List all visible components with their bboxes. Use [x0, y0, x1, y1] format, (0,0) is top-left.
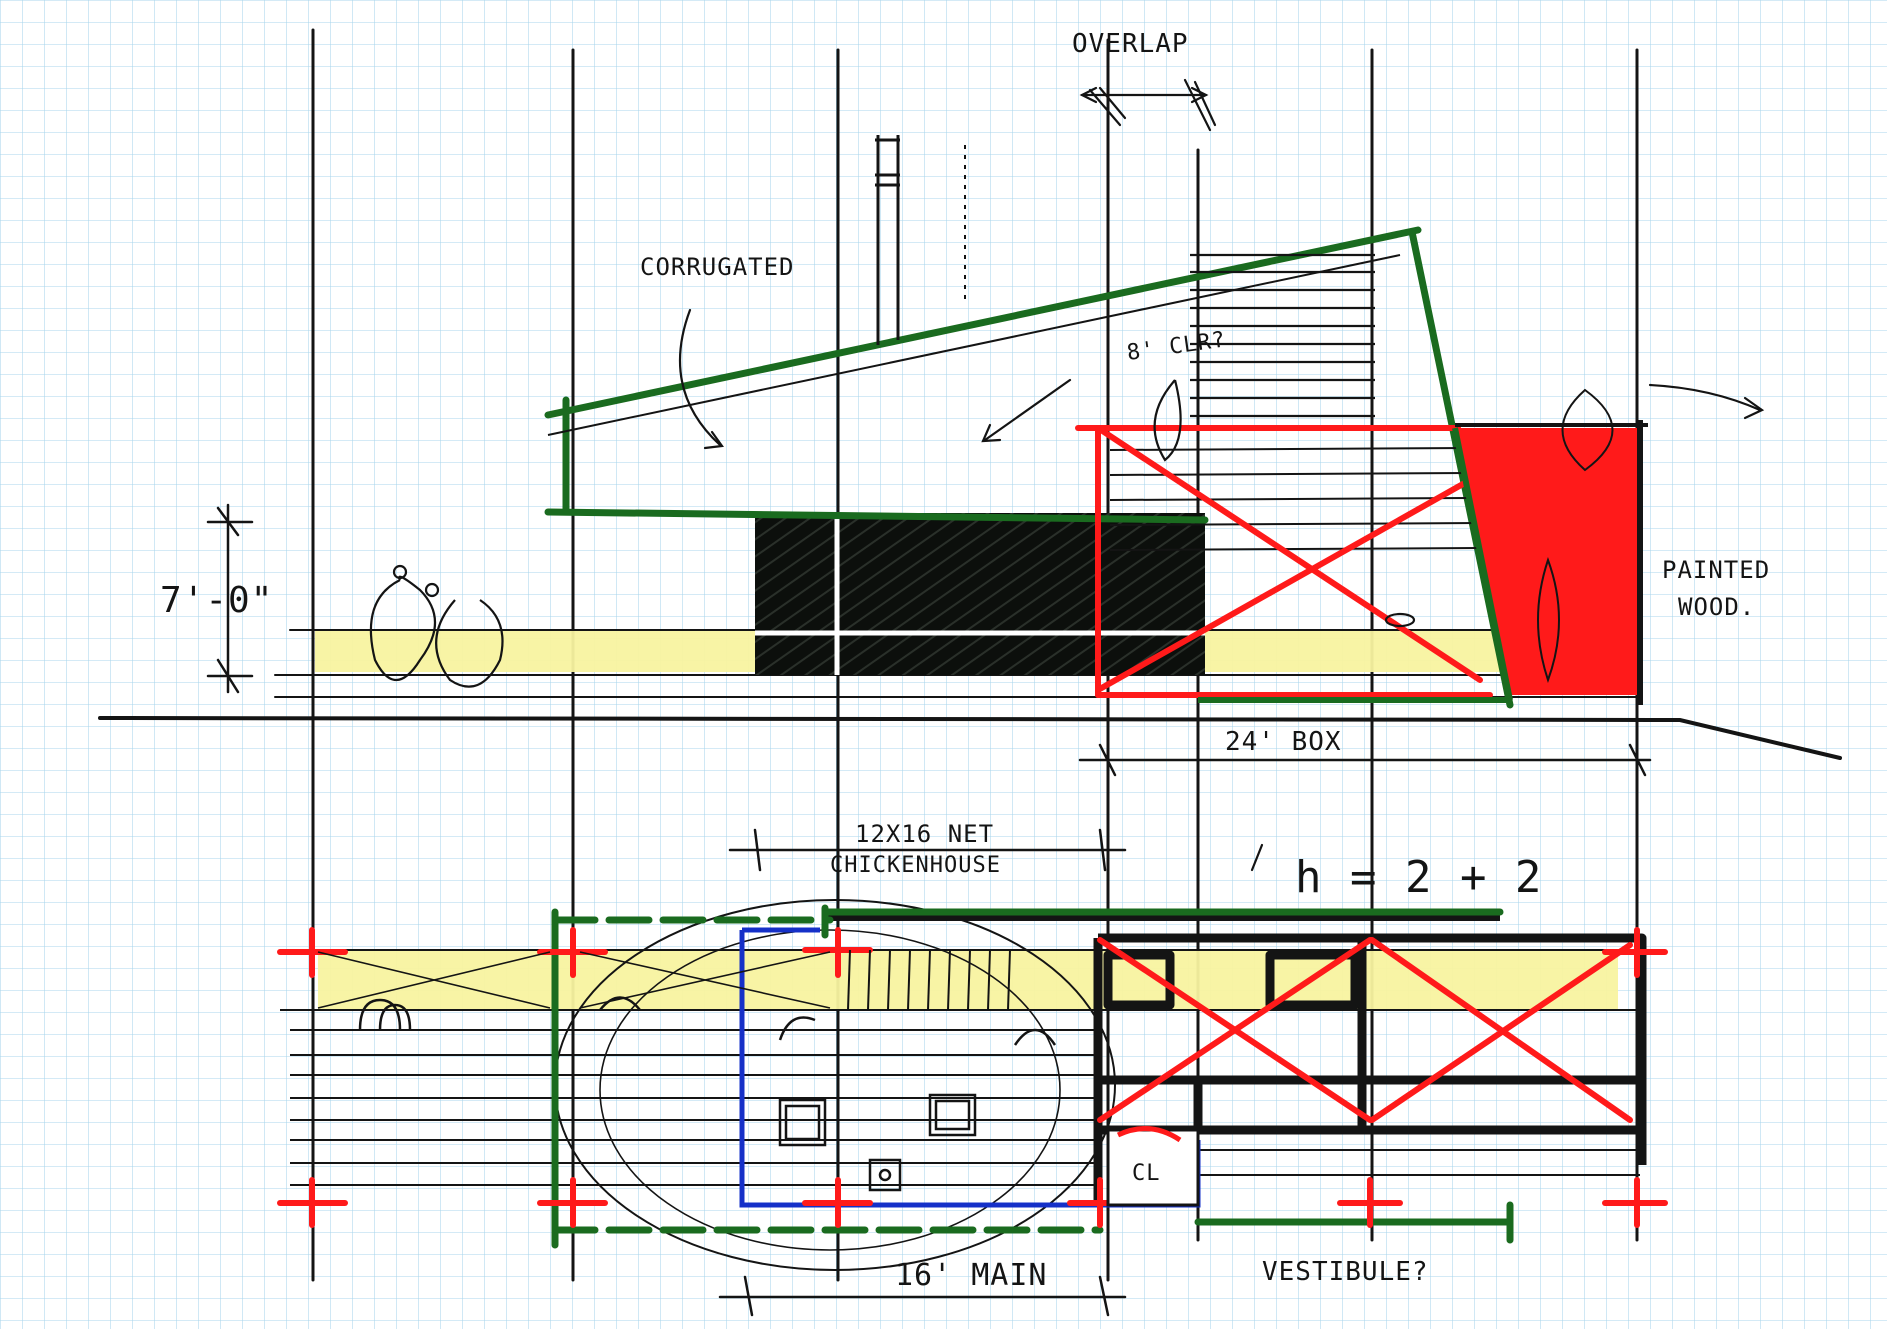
plan-band-crosses [317, 951, 831, 1009]
label-box: 24' BOX [1225, 727, 1342, 757]
column-markers [277, 927, 1668, 1228]
plan-green-perimeter [551, 904, 1514, 1249]
label-corrugated: CORRUGATED [640, 253, 795, 281]
label-formula: h = 2 + 2 [1295, 852, 1542, 903]
corrugated-panel [1190, 253, 1375, 418]
figure-scribbles [369, 379, 1416, 688]
label-net: 12X16 NET [855, 820, 994, 848]
painted-wood-box [1452, 388, 1648, 705]
label-vestibule: VESTIBULE? [1262, 1257, 1429, 1287]
annotation-arrows [678, 78, 1765, 872]
plan-stair [847, 949, 1011, 1011]
plan-red-cross [1097, 937, 1633, 1123]
label-height: 7'-0" [160, 580, 273, 621]
chimney [875, 135, 966, 345]
height-dimension [206, 503, 254, 694]
label-painted: PAINTED [1662, 556, 1770, 584]
label-closet: CL [1132, 1161, 1161, 1186]
main-dimension [718, 1275, 1127, 1317]
plan-lines [280, 949, 1640, 1186]
label-overlap: OVERLAP [1072, 29, 1189, 59]
plan-circulation-oval-inner [599, 929, 1061, 1251]
label-main: 16' MAIN [895, 1258, 1048, 1293]
net-dimension [728, 828, 1127, 872]
label-wood: WOOD. [1678, 593, 1755, 621]
glazing-box [755, 513, 1205, 675]
label-chickenhouse: CHICKENHOUSE [830, 853, 1001, 878]
plan-furniture [358, 996, 1057, 1192]
red-cross-panel [1075, 425, 1493, 698]
closet [1106, 1126, 1200, 1207]
box-dimension [1078, 743, 1652, 777]
